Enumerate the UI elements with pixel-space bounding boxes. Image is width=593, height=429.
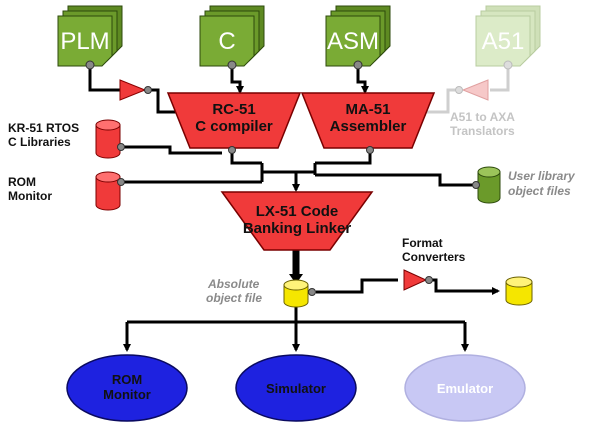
lx51-linker: LX-51 Code Banking Linker	[220, 191, 374, 251]
translator-label-line2: Translators	[450, 124, 515, 138]
c-label: C	[218, 28, 235, 55]
absolute-label-line2: object file	[206, 291, 262, 305]
a51-source-doc: A51	[475, 5, 541, 67]
rc51-port	[228, 146, 236, 154]
userlib-label-line2: object files	[508, 184, 571, 198]
format-label-line2: Converters	[402, 250, 466, 264]
emulator-target: Emulator	[404, 354, 526, 422]
user-library-cylinder	[472, 166, 501, 204]
wire-translator-ma51	[418, 88, 455, 116]
wire-userlib	[315, 173, 476, 187]
wire-converter-output	[428, 278, 500, 295]
wire-plm-buffer	[88, 65, 120, 92]
rom-monitor-target: ROM Monitor	[66, 354, 188, 422]
wire-merge	[260, 163, 317, 182]
wire-kr51	[120, 145, 222, 155]
simulator-label: Simulator	[266, 381, 326, 396]
emulator-label: Emulator	[437, 381, 493, 396]
plm-translator-triangle	[119, 79, 152, 101]
asm-source-doc: ASM	[325, 5, 391, 67]
wire-asm-ma51	[356, 65, 369, 94]
kr51-label-line1: KR-51 RTOS	[8, 121, 79, 135]
absolute-label-line1: Absolute	[207, 277, 260, 291]
rc51-compiler: RC-51 C compiler	[166, 92, 302, 149]
c-source-doc: C	[199, 5, 265, 67]
wire-ma51-down	[315, 148, 372, 165]
format-converter-triangle	[403, 269, 433, 291]
wire-absolute-converter	[316, 278, 398, 294]
arrow-linker-absolute	[289, 274, 303, 284]
rom-target-line2: Monitor	[103, 387, 151, 402]
plm-port	[85, 60, 95, 70]
rom-label-line2: Monitor	[8, 189, 52, 203]
asm-port	[353, 60, 363, 70]
rom-monitor-cylinder	[95, 171, 125, 211]
a51-translator-triangle	[455, 79, 489, 101]
asm-label: ASM	[327, 28, 379, 55]
kr51-library-cylinder	[95, 119, 125, 159]
a51-port	[503, 60, 513, 70]
rc51-title: RC-51	[212, 101, 255, 118]
kr51-label-line2: C Libraries	[8, 135, 71, 149]
wire-rc51-down	[230, 148, 262, 165]
wire-a51-translator	[490, 65, 510, 92]
userlib-label-line1: User library	[508, 169, 576, 183]
format-label-line1: Format	[402, 236, 443, 250]
ma51-subtitle: Assembler	[330, 118, 407, 135]
ma51-port	[366, 146, 374, 154]
converted-output-cylinder	[505, 276, 533, 306]
plm-source-doc: PLM	[57, 5, 123, 67]
absolute-object-cylinder	[283, 279, 316, 308]
simulator-target: Simulator	[235, 354, 357, 422]
rc51-subtitle: C compiler	[195, 118, 273, 135]
c-port	[227, 60, 237, 70]
rom-target-line1: ROM	[112, 372, 142, 387]
lx51-subtitle: Banking Linker	[243, 220, 352, 237]
lx51-title: LX-51 Code	[256, 203, 339, 220]
rom-label-line1: ROM	[8, 175, 36, 189]
ma51-assembler: MA-51 Assembler	[300, 92, 436, 149]
plm-label: PLM	[60, 28, 109, 55]
ma51-title: MA-51	[345, 101, 390, 118]
translator-label-line1: A51 to AXA	[450, 110, 515, 124]
wire-c-rc51	[230, 65, 244, 94]
a51-label: A51	[482, 28, 525, 55]
